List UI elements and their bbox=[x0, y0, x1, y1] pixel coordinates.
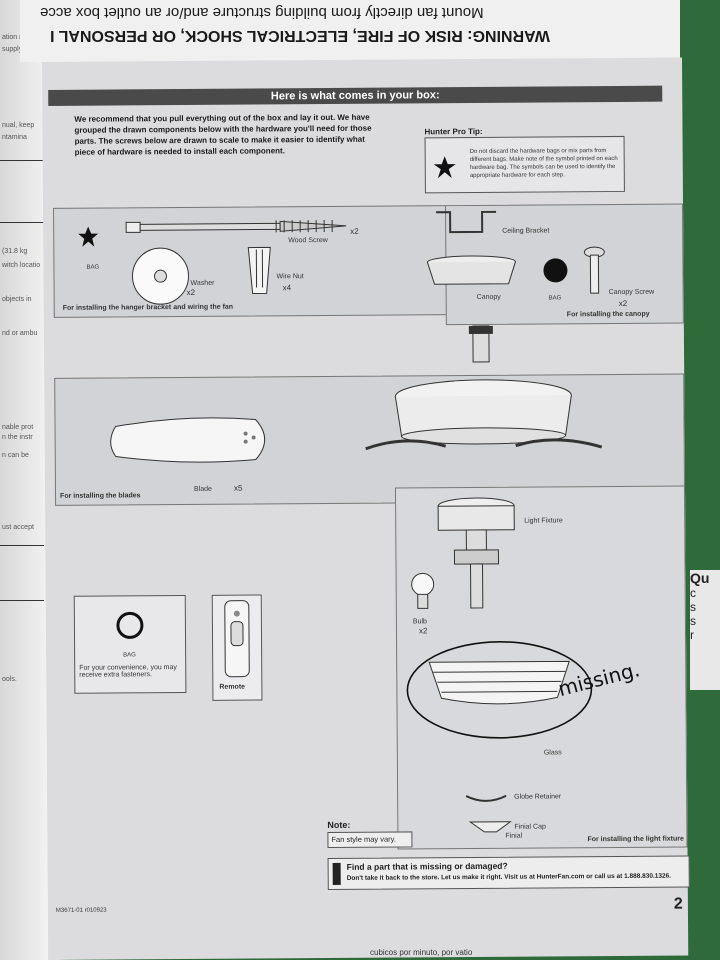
upside-down-page: Mount fan directly from building structu… bbox=[20, 0, 680, 62]
left-fragment: ation man bbox=[2, 34, 33, 41]
blade-icon bbox=[110, 417, 266, 463]
extra-bag-note: For your convenience, you may receive ex… bbox=[79, 664, 177, 679]
pro-tip-box: Do not discard the hardware bags or mix … bbox=[424, 135, 625, 194]
bulb-qty: x2 bbox=[418, 626, 428, 636]
star-icon bbox=[78, 226, 99, 247]
right-fragment: Qu bbox=[690, 570, 710, 586]
left-fragment: nd or ambu bbox=[2, 330, 38, 337]
page-header: Here is what comes in your box: bbox=[48, 85, 663, 106]
bag-label: BAG bbox=[86, 264, 100, 271]
left-fragment: n the instr bbox=[2, 434, 33, 441]
extra-bag-box: BAG For your convenience, you may receiv… bbox=[73, 595, 187, 694]
left-fragment: (31.8 kg bbox=[2, 248, 28, 255]
manual-page: Here is what comes in your box: We recom… bbox=[42, 57, 690, 960]
wire-nut-icon bbox=[247, 246, 271, 295]
finial-label: Finial bbox=[505, 832, 523, 840]
ceiling-bracket-icon bbox=[436, 210, 497, 234]
left-fragment: objects in bbox=[2, 296, 32, 303]
canopy-screw-icon bbox=[583, 246, 605, 294]
canopy-icon bbox=[426, 255, 516, 285]
left-fragment: ntamina bbox=[2, 134, 27, 141]
washer-label: Washer bbox=[190, 279, 215, 287]
right-fragment: c bbox=[690, 586, 696, 600]
wire-nut-label: Wire Nut bbox=[276, 273, 304, 281]
finial-cap-label: Finial Cap bbox=[514, 823, 546, 831]
help-box: Find a part that is missing or damaged? … bbox=[327, 855, 690, 891]
left-fragment: nual, keep bbox=[2, 122, 35, 129]
remote-label: Remote bbox=[219, 683, 246, 691]
canopy-section: Ceiling Bracket Canopy BAG Canopy Screw … bbox=[426, 203, 684, 326]
help-text: Don't take it back to the store. Let us … bbox=[346, 872, 672, 882]
canopy-screw-label: Canopy Screw bbox=[608, 288, 655, 297]
washer-qty: x2 bbox=[186, 287, 196, 297]
right-fragment: s bbox=[690, 614, 696, 628]
blades-caption: For installing the blades bbox=[60, 492, 141, 500]
glass-icon bbox=[406, 641, 593, 739]
help-title: Find a part that is missing or damaged? bbox=[346, 860, 508, 872]
wood-screw-label: Wood Screw bbox=[288, 237, 328, 245]
bottom-fragment: cubicos por minuto, por vatio bbox=[370, 948, 473, 957]
wood-screw-icon bbox=[125, 219, 347, 233]
blade-qty: x5 bbox=[233, 483, 243, 493]
canopy-screw-qty: x2 bbox=[618, 298, 628, 308]
glass-label: Glass bbox=[543, 749, 562, 757]
bulb-icon bbox=[411, 572, 435, 609]
left-fragment: supply yo bbox=[2, 46, 32, 53]
star-icon bbox=[433, 156, 456, 179]
wood-screw-qty: x2 bbox=[350, 226, 359, 236]
help-marker bbox=[332, 862, 341, 885]
canopy-caption: For installing the canopy bbox=[566, 310, 650, 319]
light-caption: For installing the light fixture bbox=[587, 835, 684, 844]
doc-code: M3671-01 r010923 bbox=[55, 907, 107, 914]
intro-text: We recommend that you pull everything ou… bbox=[74, 112, 372, 157]
note-title: Note: bbox=[327, 819, 351, 831]
globe-retainer-label: Globe Retainer bbox=[514, 793, 562, 801]
top-warning-line1: Mount fan directly from building structu… bbox=[40, 4, 484, 21]
top-warning-line2: WARNING: RISK OF FIRE, ELECTRICAL SHOCK,… bbox=[50, 27, 550, 44]
globe-retainer-icon bbox=[465, 794, 507, 802]
bulb-label: Bulb bbox=[412, 618, 427, 626]
light-section: Light Fixture Bulb x2 Glass missing. Glo… bbox=[394, 485, 688, 850]
light-fixture-icon bbox=[437, 497, 515, 609]
hanger-caption: For installing the hanger bracket and wi… bbox=[62, 303, 234, 312]
page-number: 2 bbox=[673, 895, 683, 913]
right-fragment: s bbox=[690, 600, 696, 614]
bag-label: BAG bbox=[123, 652, 136, 659]
left-fragment: ust accept bbox=[2, 524, 34, 531]
blades-section: Blade x5 For installing the blades bbox=[54, 325, 686, 506]
blade-label: Blade bbox=[193, 485, 212, 493]
pro-tip-title: Hunter Pro Tip: bbox=[424, 126, 483, 137]
remote-box: Remote bbox=[211, 594, 263, 701]
finial-cap-icon bbox=[468, 821, 512, 833]
hanger-section: BAG Wood Screw x2 Washer x2 Wire Nut x4 … bbox=[53, 205, 448, 318]
washer-icon bbox=[131, 247, 189, 305]
left-fragment: witch locatio bbox=[2, 262, 41, 269]
left-fragment: nable prot bbox=[2, 424, 34, 431]
wire-nut-qty: x4 bbox=[282, 283, 292, 293]
left-fragment: n can be bbox=[2, 452, 29, 459]
right-fragment: r bbox=[690, 628, 694, 642]
ring-bag-icon bbox=[116, 611, 144, 639]
ceiling-bracket-label: Ceiling Bracket bbox=[502, 227, 550, 235]
note-text: Fan style may vary. bbox=[327, 831, 413, 849]
right-page-edge: Qu c s s r bbox=[690, 570, 720, 690]
bag-label: BAG bbox=[548, 295, 562, 302]
left-fragment: ools. bbox=[2, 676, 17, 683]
circle-bag-icon bbox=[543, 258, 568, 283]
remote-icon bbox=[224, 600, 250, 678]
pro-tip-text: Do not discard the hardware bags or mix … bbox=[469, 148, 618, 180]
canopy-label: Canopy bbox=[476, 293, 501, 301]
fan-motor-icon bbox=[365, 325, 603, 451]
light-fixture-label: Light Fixture bbox=[524, 517, 563, 525]
